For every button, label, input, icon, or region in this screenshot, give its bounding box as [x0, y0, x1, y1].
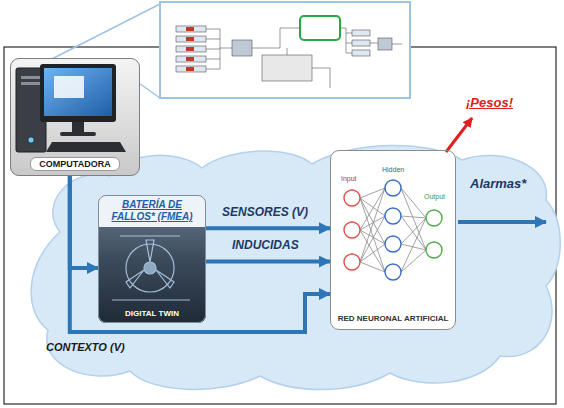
monitor-frame: [40, 64, 116, 122]
synapse-line: [360, 244, 385, 262]
synapse-line: [401, 218, 426, 244]
computer-box: COMPUTADORA: [10, 58, 140, 176]
digital-twin-picture: [98, 195, 206, 323]
flow-arrow: [206, 226, 330, 230]
pc-drive: [21, 76, 41, 79]
synapse-line: [401, 188, 426, 250]
monitor-screen: [44, 68, 112, 116]
synapse-line: [360, 262, 385, 272]
model-inset: [160, 2, 410, 98]
synapse-line: [360, 198, 385, 216]
twin-ground: [98, 195, 206, 323]
alarm-label: Alarmas*: [470, 176, 526, 191]
pc-power-light: [29, 138, 34, 143]
inset-blocks: [176, 26, 392, 81]
edge-label: CONTEXTO (V): [46, 341, 125, 353]
node-text: DIGITAL TWIN: [125, 309, 179, 318]
synapse-line: [401, 218, 426, 272]
layer-label: Hidden: [382, 166, 404, 173]
synapse-line: [360, 198, 385, 244]
layer-label: Output: [424, 193, 445, 200]
digital-twin-box: BATERÍA DE FALLOS* (FMEA) DIGITAL TWIN: [98, 195, 206, 323]
inset-frame: [160, 2, 410, 98]
node-text: BATERÍA DE FALLOS* (FMEA): [102, 199, 202, 223]
inset-wires: [206, 28, 402, 88]
ann-ground: [330, 150, 456, 330]
synapse-line: [401, 216, 426, 218]
screen-window: [54, 76, 84, 98]
node-text: RED NEURONAL ARTIFICIAL: [338, 314, 449, 324]
alarm-arrow: [458, 220, 546, 224]
monitor-neck: [72, 122, 84, 132]
keyboard: [46, 142, 126, 152]
flow-arrow: [206, 260, 330, 264]
inset-green-block: [300, 16, 340, 40]
pc-drive: [21, 82, 41, 85]
synapse-line: [401, 188, 426, 218]
weights-label: ¡Pesos!: [466, 95, 513, 110]
synapse-line: [401, 250, 426, 272]
edge-label: INDUCIDAS: [232, 238, 299, 252]
layer-label: Input: [341, 175, 357, 182]
twin-title-ground: [98, 195, 206, 227]
cloud-shape: [31, 145, 560, 389]
computer-picture: [10, 58, 140, 176]
flow-arrow: [70, 176, 330, 332]
synapse-line: [360, 188, 385, 262]
computer-panel: [10, 58, 140, 176]
synapse-line: [360, 216, 385, 262]
node-text: COMPUTADORA: [30, 157, 119, 171]
synapse-lines: [360, 188, 426, 272]
zoom-line: [42, 4, 160, 64]
synapse-line: [360, 188, 385, 198]
turbine-sketch: [112, 236, 190, 300]
edge-label: SENSORES (V): [222, 205, 308, 219]
weights-arrow: [446, 118, 472, 152]
monitor-base: [60, 132, 96, 136]
inset-block-marks: [186, 27, 194, 71]
neural-network-picture: [330, 150, 456, 330]
flow-arrow: [70, 176, 98, 268]
